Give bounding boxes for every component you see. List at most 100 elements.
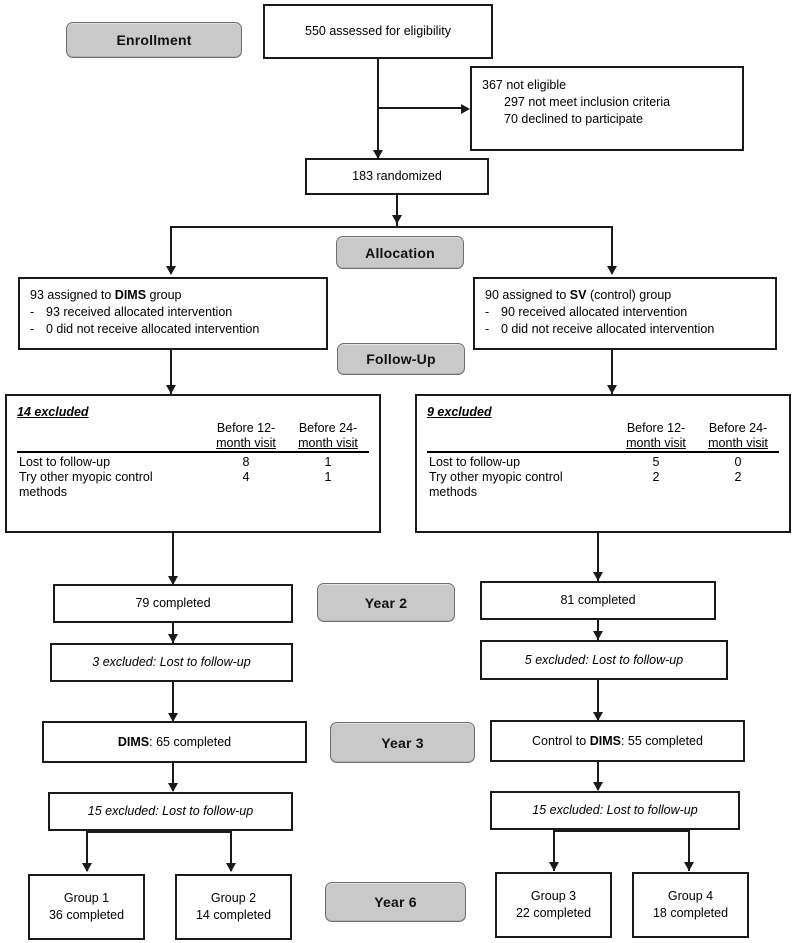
connector-allocation-split: [170, 226, 613, 228]
year2-right-completed-text: 81 completed: [560, 593, 636, 608]
group-1-completed: 36 completed: [48, 908, 125, 922]
arrow-randomized-stem: [392, 215, 402, 224]
year3-left-completed-text: DIMS: 65 completed: [117, 734, 232, 749]
connector-randomized-stem: [396, 195, 398, 227]
box-not-eligible: 367 not eligible 297 not meet inclusion …: [470, 66, 744, 151]
th-before-24-month: Before 24- month visit: [298, 420, 358, 450]
box-year3-left-completed: DIMS: 65 completed: [42, 721, 307, 763]
connector-allocation-right-drop: [611, 226, 613, 268]
table-row: Try other myopic control methods 2 2: [427, 470, 779, 500]
box-allocation-dims: 93 assigned to DIMS group -93 received a…: [18, 277, 328, 350]
allocation-left-title: 93 assigned to DIMS group: [30, 288, 182, 302]
arrow-into-group-2: [226, 863, 236, 872]
cell-lost-12m: 8: [242, 455, 250, 470]
arrow-into-y2-left-exclusion: [168, 634, 178, 643]
cell-other-24m: 2: [734, 470, 742, 485]
connector-y6-right-bar: [553, 830, 690, 832]
table-header-row: Before 12- month visit Before 24- month …: [17, 421, 369, 453]
cell-lost-12m: 5: [652, 455, 660, 470]
connector-left-alloc-to-excluded: [170, 350, 172, 394]
arrow-into-not-eligible: [461, 104, 470, 114]
arrow-into-y2-left: [168, 576, 178, 585]
th-before-12-month: Before 12- month visit: [626, 420, 686, 450]
stage-badge-year2: Year 2: [317, 583, 455, 622]
excluded-left-table: Before 12- month visit Before 24- month …: [17, 421, 369, 501]
connector-y6-left-g2: [230, 831, 232, 871]
stage-badge-year2-label: Year 2: [364, 594, 408, 611]
group-4-name: Group 4: [667, 889, 714, 904]
connector-right-alloc-to-excluded: [611, 350, 613, 394]
year3-right-excluded-text: 15 excluded: Lost to follow-up: [532, 803, 698, 818]
allocation-left-bullet-1: -93 received allocated intervention: [30, 304, 233, 319]
box-year3-left-excluded: 15 excluded: Lost to follow-up: [48, 792, 293, 831]
cell-other-24m: 1: [324, 470, 332, 485]
arrow-into-randomized: [373, 150, 383, 159]
connector-left-excluded-to-y2: [172, 533, 174, 585]
excluded-left-title: 14 excluded: [17, 405, 89, 419]
not-eligible-total: 367 not eligible: [482, 78, 567, 92]
year3-left-excluded-text: 15 excluded: Lost to follow-up: [87, 804, 254, 819]
allocation-left-bullet-2: -0 did not receive allocated interventio…: [30, 321, 260, 336]
arrow-into-left-allocation: [166, 266, 176, 275]
th-before-12-month: Before 12- month visit: [216, 420, 276, 450]
randomized-text: 183 randomized: [352, 169, 442, 184]
arrow-into-group-4: [684, 862, 694, 871]
not-eligible-reason-2: 70 declined to participate: [504, 111, 643, 126]
box-year3-right-completed: Control to DIMS: 55 completed: [490, 720, 745, 762]
allocation-right-title: 90 assigned to SV (control) group: [485, 288, 672, 302]
arrow-into-left-excluded: [166, 385, 176, 394]
connector-allocation-left-drop: [170, 226, 172, 268]
box-year3-right-excluded: 15 excluded: Lost to follow-up: [490, 791, 740, 830]
arrow-into-y3-left-exclusion: [168, 783, 178, 792]
connector-y6-right-g3: [553, 830, 555, 871]
group-1-name: Group 1: [63, 891, 110, 906]
stage-badge-year6: Year 6: [325, 882, 466, 922]
connector-to-not-eligible: [377, 107, 463, 109]
group-4-completed: 18 completed: [652, 906, 729, 920]
arrow-into-y3-right-exclusion: [593, 782, 603, 791]
arrow-into-right-excluded: [607, 385, 617, 394]
box-group-4: Group 4 18 completed: [632, 872, 749, 938]
box-year2-left-completed: 79 completed: [53, 584, 293, 623]
stage-badge-enrollment-label: Enrollment: [116, 32, 192, 48]
year2-left-completed-text: 79 completed: [135, 596, 211, 611]
group-2-completed: 14 completed: [195, 908, 272, 922]
arrow-into-y3-right: [593, 712, 603, 721]
arrow-into-right-allocation: [607, 266, 617, 275]
arrow-into-y2-right-exclusion: [593, 631, 603, 640]
th-blank: [427, 421, 615, 453]
box-allocation-sv-control: 90 assigned to SV (control) group -90 re…: [473, 277, 777, 350]
connector-y6-left-bar: [86, 831, 232, 833]
row-label-try-other-methods: Try other myopic control methods: [429, 470, 563, 500]
stage-badge-allocation: Allocation: [336, 236, 464, 269]
th-blank: [17, 421, 205, 453]
box-group-2: Group 2 14 completed: [175, 874, 292, 940]
box-year2-left-excluded: 3 excluded: Lost to follow-up: [50, 643, 293, 682]
stage-badge-year3-label: Year 3: [381, 734, 424, 751]
box-excluded-right: 9 excluded Before 12- month visit Before…: [415, 394, 791, 533]
box-excluded-left: 14 excluded Before 12- month visit Befor…: [5, 394, 381, 533]
stage-badge-followup-label: Follow-Up: [366, 351, 436, 367]
connector-left-to-y3: [172, 682, 174, 722]
allocation-right-bullet-1: -90 received allocated intervention: [485, 304, 688, 319]
assessed-text: 550 assessed for eligibility: [305, 24, 451, 39]
allocation-right-bullet-2: -0 did not receive allocated interventio…: [485, 321, 715, 336]
cell-lost-24m: 0: [734, 455, 742, 470]
group-3-completed: 22 completed: [515, 906, 592, 920]
connector-right-to-y3: [597, 680, 599, 722]
stage-badge-allocation-label: Allocation: [365, 244, 435, 261]
arrow-into-y3-left: [168, 713, 178, 722]
row-label-try-other-methods: Try other myopic control methods: [19, 470, 153, 500]
group-3-name: Group 3: [530, 889, 577, 904]
row-label-lost-to-followup: Lost to follow-up: [429, 455, 521, 470]
table-row: Lost to follow-up 8 1: [17, 453, 369, 470]
box-randomized: 183 randomized: [305, 158, 489, 195]
stage-badge-followup: Follow-Up: [337, 343, 465, 375]
th-before-24-month: Before 24- month visit: [708, 420, 768, 450]
cell-lost-24m: 1: [324, 455, 332, 470]
excluded-right-table: Before 12- month visit Before 24- month …: [427, 421, 779, 501]
stage-badge-year6-label: Year 6: [374, 894, 417, 910]
connector-y6-left-g1: [86, 831, 88, 871]
group-2-name: Group 2: [210, 891, 257, 906]
